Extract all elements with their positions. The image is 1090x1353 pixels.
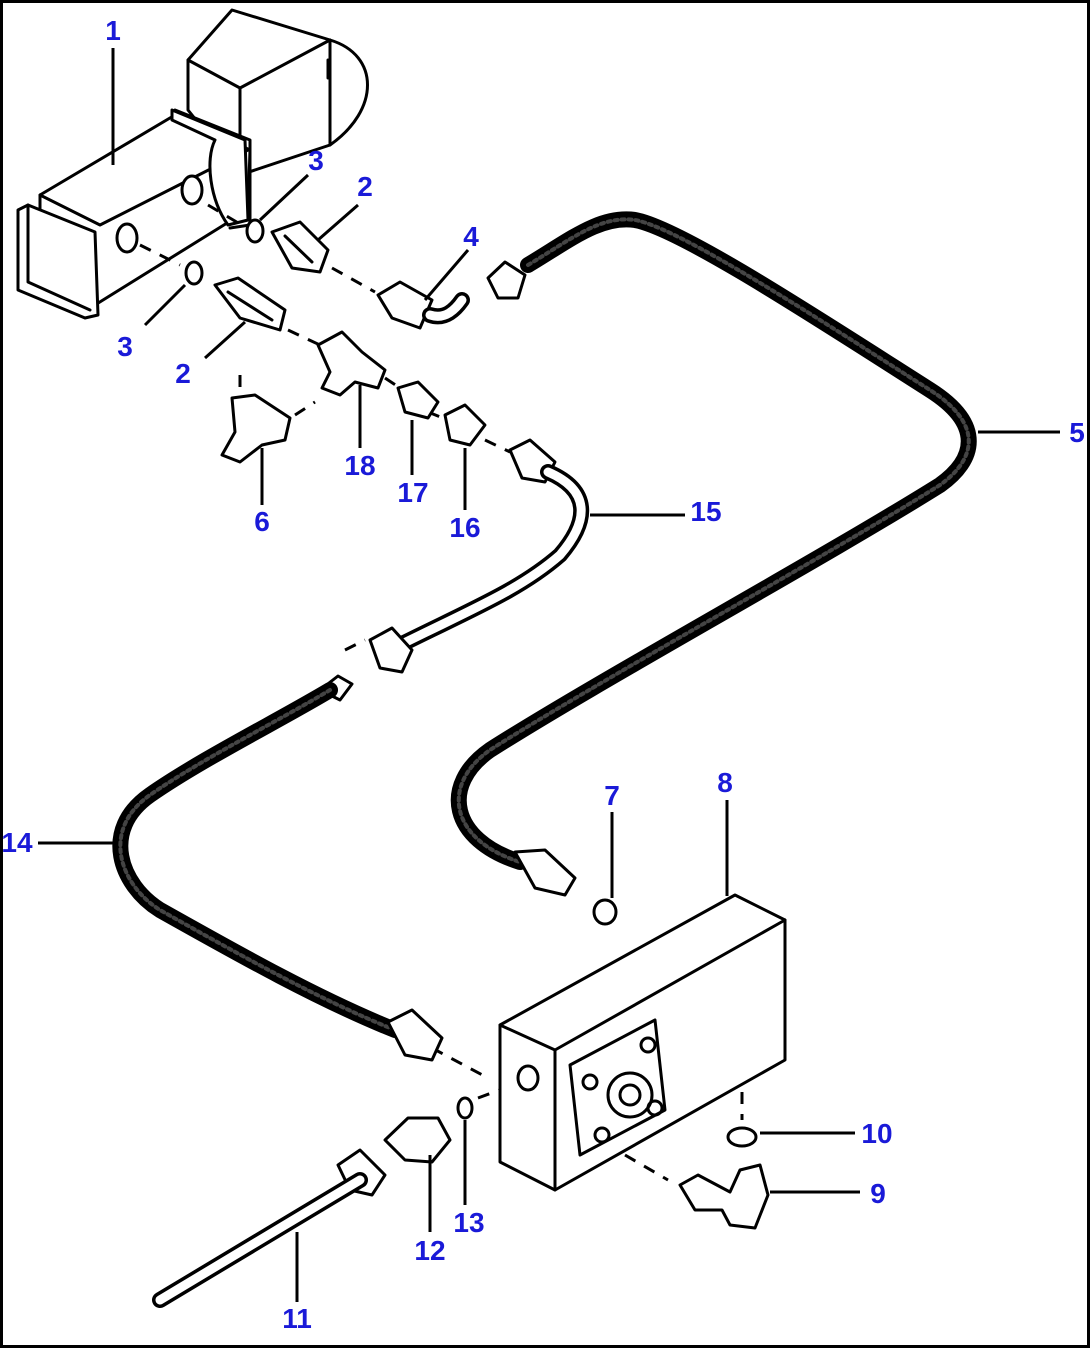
callout-5: 5 bbox=[1069, 417, 1085, 448]
callout-14: 14 bbox=[1, 827, 33, 858]
part-10-oring bbox=[726, 1126, 758, 1148]
assembly-line bbox=[624, 1153, 669, 1182]
callout-2-upper: 2 bbox=[357, 171, 373, 202]
assembly-line bbox=[287, 328, 321, 347]
part-11-tube bbox=[152, 1148, 387, 1308]
part-1-pump bbox=[16, 8, 369, 320]
part-2-adapter-lower bbox=[213, 276, 287, 332]
callout-6: 6 bbox=[254, 506, 270, 537]
part-15-tube bbox=[368, 438, 590, 674]
callout-3-upper: 3 bbox=[308, 145, 324, 176]
part-7-oring bbox=[592, 898, 618, 926]
callout-11: 11 bbox=[282, 1303, 312, 1334]
callout-15: 15 bbox=[690, 496, 721, 527]
part-9-elbow bbox=[678, 1163, 770, 1230]
callout-10: 10 bbox=[861, 1118, 892, 1149]
callout-3-lower: 3 bbox=[117, 331, 133, 362]
callout-labels: 1 2 2 3 3 4 5 6 7 8 9 10 11 12 13 14 15 … bbox=[1, 15, 1084, 1334]
part-17-fitting bbox=[396, 380, 440, 420]
callout-18: 18 bbox=[344, 450, 375, 481]
assembly-line bbox=[139, 243, 181, 267]
leader-lines bbox=[38, 48, 1060, 1302]
callout-1: 1 bbox=[105, 15, 121, 46]
part-6-fitting bbox=[220, 393, 292, 464]
part-4-elbow bbox=[376, 280, 470, 330]
part-3-oring-upper bbox=[245, 218, 265, 244]
assembly-line bbox=[331, 266, 376, 294]
assembly-line bbox=[294, 400, 316, 417]
assembly-line bbox=[207, 203, 241, 226]
assembly-line bbox=[384, 376, 401, 390]
callout-9: 9 bbox=[870, 1178, 886, 1209]
assembly-line bbox=[344, 638, 366, 652]
part-5-hose bbox=[450, 211, 977, 897]
assembly-line bbox=[431, 1046, 489, 1080]
callout-4: 4 bbox=[463, 221, 479, 252]
part-18-tee bbox=[316, 330, 387, 397]
part-12-adapter bbox=[383, 1116, 452, 1164]
assembly-line bbox=[484, 438, 511, 454]
callout-16: 16 bbox=[449, 512, 480, 543]
callout-2-lower: 2 bbox=[175, 358, 191, 389]
part-8-valve-block bbox=[498, 893, 787, 1192]
callout-8: 8 bbox=[717, 767, 733, 798]
part-2-adapter-upper bbox=[270, 220, 330, 274]
callout-13: 13 bbox=[453, 1207, 484, 1238]
callout-17: 17 bbox=[397, 477, 428, 508]
callout-12: 12 bbox=[414, 1235, 445, 1266]
part-3-oring-lower bbox=[184, 260, 204, 286]
part-16-nut bbox=[443, 403, 487, 447]
part-14-hose bbox=[112, 674, 444, 1062]
callout-7: 7 bbox=[604, 780, 620, 811]
part-13-oring bbox=[456, 1096, 474, 1120]
